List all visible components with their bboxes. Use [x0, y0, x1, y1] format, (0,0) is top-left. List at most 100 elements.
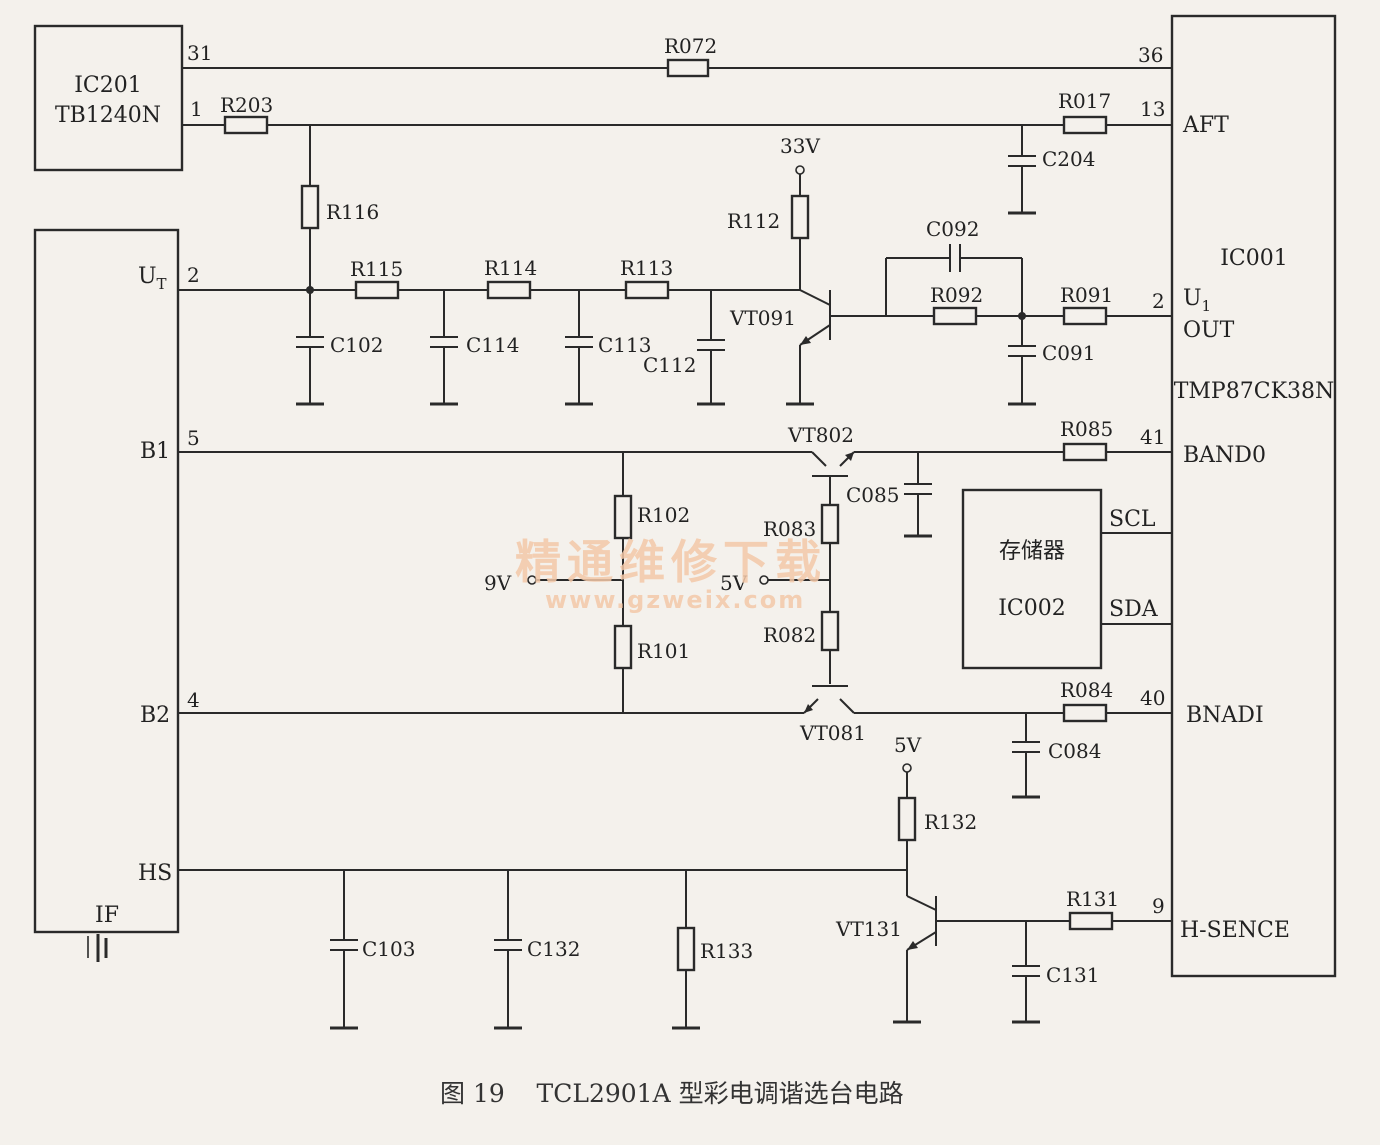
r072-label: R072 — [664, 34, 717, 58]
ic001-pin-sda-label: SDA — [1109, 597, 1159, 622]
ic001-part: TMP87CK38N — [1174, 379, 1335, 404]
r114-label: R114 — [484, 256, 537, 280]
vt081-label: VT081 — [799, 721, 866, 745]
ic001-pin-aft-label: AFT — [1182, 113, 1229, 138]
tuner-block — [33, 228, 180, 934]
watermark-line2: www.gzweix.com — [545, 586, 805, 614]
ic001-block — [1170, 14, 1337, 978]
pin-31: 31 — [187, 41, 212, 65]
pin-36: 36 — [1138, 43, 1163, 67]
r083-label: R083 — [763, 517, 816, 541]
net-b1 — [178, 442, 1172, 713]
r101-resistor — [613, 624, 633, 670]
ic001-name: IC001 — [1220, 246, 1288, 271]
tuner-pin-b2-label: B2 — [140, 703, 170, 728]
r133-label: R133 — [700, 939, 753, 963]
r092-resistor — [932, 306, 978, 326]
r114-resistor — [486, 280, 532, 300]
r102-resistor — [613, 494, 633, 540]
r112-resistor — [790, 194, 810, 240]
net-pin31-pin36 — [182, 58, 1172, 78]
figure-caption: 图 19 TCL2901A 型彩电调谐选台电路 — [440, 1079, 904, 1108]
pin-9: 9 — [1152, 894, 1165, 918]
tuner-pin-if-label: IF — [95, 903, 119, 928]
c084-label: C084 — [1048, 739, 1101, 763]
r017-label: R017 — [1058, 89, 1111, 113]
ic002-title: 存储器 — [999, 539, 1065, 564]
r101-label: R101 — [637, 639, 690, 663]
supply-33v-terminal — [795, 165, 805, 175]
i2c-bus — [1101, 532, 1172, 625]
supply-5v-b-terminal — [902, 763, 912, 773]
r112-label: R112 — [727, 209, 780, 233]
r116-resistor — [300, 184, 320, 230]
r084-label: R084 — [1060, 678, 1113, 702]
ic002-name: IC002 — [998, 596, 1066, 621]
ic001-pin-out-label: OUT — [1183, 318, 1235, 343]
r113-label: R113 — [620, 256, 673, 280]
supply-5v-b-label: 5V — [894, 733, 922, 757]
if-ground-icon — [87, 934, 108, 962]
net-aft — [182, 115, 1172, 290]
ic201-name: IC201 — [74, 73, 142, 98]
c204-label: C204 — [1042, 147, 1095, 171]
pin-2-ic001: 2 — [1152, 289, 1165, 313]
tuner-pin-hs-label: HS — [138, 861, 172, 886]
vt131-label: VT131 — [835, 917, 902, 941]
supply-5v-a-label: 5V — [720, 571, 748, 595]
r102-label: R102 — [637, 503, 690, 527]
ic001-pin-hsence-label: H-SENCE — [1180, 918, 1290, 943]
r115-label: R115 — [350, 257, 403, 281]
r116-label: R116 — [326, 200, 379, 224]
r131-resistor — [1068, 911, 1114, 931]
ic201-part: TB1240N — [55, 103, 161, 128]
r092-label: R092 — [930, 283, 983, 307]
tuner-pin-ut-label: UT — [138, 264, 167, 293]
supply-9v-terminal — [527, 575, 537, 585]
supply-33v-label: 33V — [780, 134, 820, 158]
r115-resistor — [354, 280, 400, 300]
c112-label: C112 — [643, 353, 696, 377]
c092-label: C092 — [926, 217, 979, 241]
pin-13: 13 — [1140, 97, 1165, 121]
pin-2-tuner: 2 — [187, 263, 200, 287]
r203-resistor — [223, 115, 269, 135]
watermark-line1: 精通维修下载 — [515, 535, 827, 589]
r084-resistor — [1062, 703, 1108, 723]
supply-5v-a-terminal — [759, 575, 769, 585]
c091-label: C091 — [1042, 341, 1095, 365]
c132-label: C132 — [527, 937, 580, 961]
ic201-block — [33, 24, 184, 172]
r082-resistor — [820, 610, 840, 652]
r072-resistor — [666, 58, 710, 78]
c131-label: C131 — [1046, 963, 1099, 987]
pin-41: 41 — [1140, 425, 1165, 449]
r113-resistor — [624, 280, 670, 300]
r133-resistor — [676, 926, 696, 972]
net-hs — [178, 763, 1172, 1030]
pin-1: 1 — [190, 97, 203, 121]
c114-label: C114 — [466, 333, 519, 357]
r132-label: R132 — [924, 810, 977, 834]
r132-resistor — [897, 796, 917, 842]
c085-label: C085 — [846, 483, 899, 507]
vt091-label: VT091 — [729, 306, 796, 330]
r085-resistor — [1062, 442, 1108, 462]
c103-label: C103 — [362, 937, 415, 961]
r082-label: R082 — [763, 623, 816, 647]
supply-9v-label: 9V — [484, 571, 512, 595]
ic002-block — [961, 488, 1103, 670]
c113-label: C113 — [598, 333, 651, 357]
r017-resistor — [1062, 115, 1108, 135]
vt802-label: VT802 — [787, 423, 854, 447]
ic001-pin-u1-label: U1 — [1183, 286, 1211, 315]
net-vt091 — [786, 165, 1172, 406]
net-ut — [178, 280, 800, 406]
tuner-pin-b1-label: B1 — [140, 439, 170, 464]
net-b2 — [178, 685, 1172, 799]
r091-label: R091 — [1060, 283, 1113, 307]
r085-label: R085 — [1060, 417, 1113, 441]
pin-4: 4 — [187, 688, 200, 712]
r203-label: R203 — [220, 93, 273, 117]
